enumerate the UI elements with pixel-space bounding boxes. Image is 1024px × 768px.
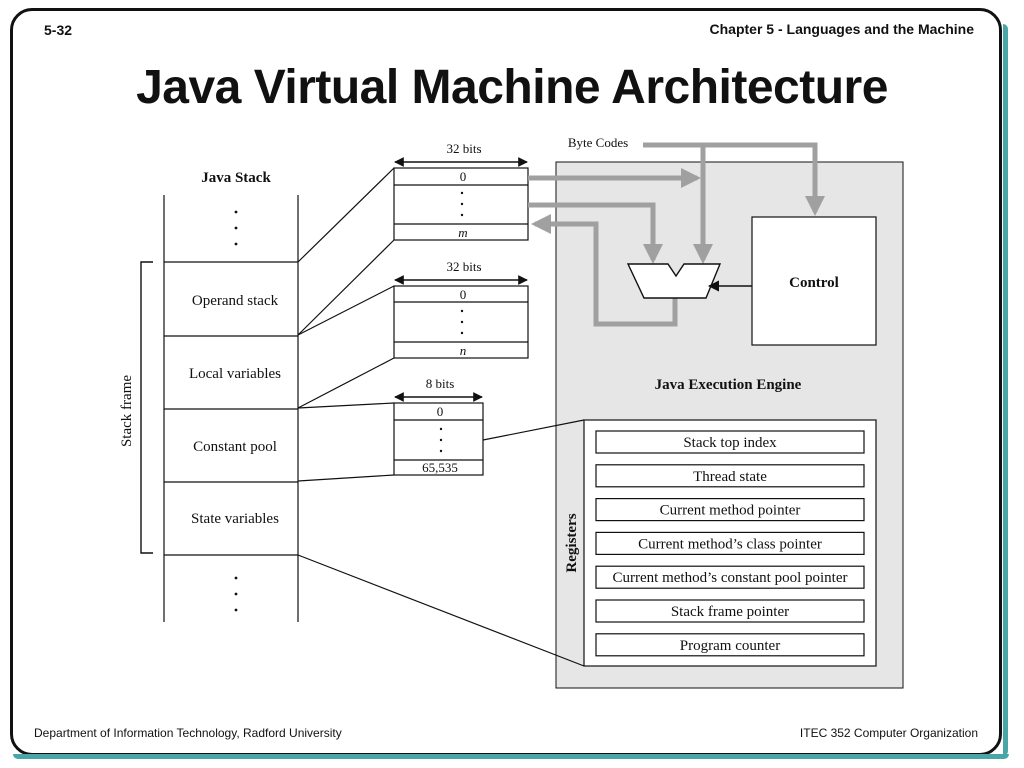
stack-top-ellipsis	[234, 210, 238, 246]
chapter-title: Chapter 5 - Languages and the Machine	[709, 21, 975, 37]
footer-department: Department of Information Technology, Ra…	[34, 726, 342, 740]
java-stack-title: Java Stack	[201, 170, 271, 186]
constant-pool-box	[393, 402, 484, 476]
register-box	[595, 464, 865, 488]
page-title: Java Virtual Machine Architecture	[136, 61, 888, 114]
register-label: Current method pointer	[660, 503, 801, 519]
locals-top-index: 0	[460, 287, 467, 302]
register-label: Thread state	[693, 469, 767, 485]
operand-ellipsis	[460, 191, 464, 217]
stack-bottom-ellipsis	[234, 576, 238, 612]
register-box	[595, 565, 865, 589]
stack-section-constpool: Constant pool	[193, 439, 277, 455]
registers-label: Registers	[564, 513, 580, 572]
register-label: Current method’s class pointer	[638, 536, 822, 552]
slide-shadow-right	[1003, 24, 1008, 756]
stack-section-state: State variables	[191, 511, 279, 527]
control-label: Control	[789, 275, 839, 291]
operand-width-label: 32 bits	[446, 141, 481, 156]
register-box	[595, 599, 865, 623]
control-box	[751, 216, 877, 346]
register-box	[595, 430, 865, 454]
projection-lines	[297, 167, 585, 667]
locals-ellipsis	[460, 309, 464, 335]
locals-width-label: 32 bits	[446, 259, 481, 274]
register-box	[595, 531, 865, 556]
stack-section-locals: Local variables	[189, 366, 281, 382]
register-box	[595, 498, 865, 522]
alu-unit	[626, 263, 722, 299]
constpool-width-label: 8 bits	[426, 376, 455, 391]
register-label: Current method’s constant pool pointer	[613, 570, 848, 586]
stack-frame-label: Stack frame	[119, 375, 135, 447]
slide-number: 5-32	[44, 22, 73, 38]
constpool-bottom-index: 65,535	[422, 460, 458, 475]
footer-course: ITEC 352 Computer Organization	[799, 726, 978, 740]
byte-code-paths	[528, 142, 825, 327]
slide-shadow-bottom	[13, 754, 1009, 759]
locals-bottom-index: n	[460, 343, 467, 358]
register-box	[595, 633, 865, 657]
constpool-ellipsis	[439, 427, 443, 453]
operand-bottom-index: m	[458, 225, 467, 240]
byte-codes-label: Byte Codes	[568, 135, 628, 150]
register-label: Stack top index	[683, 435, 777, 451]
execution-engine-title: Java Execution Engine	[655, 377, 802, 393]
stack-section-operand: Operand stack	[192, 293, 279, 309]
operand-top-index: 0	[460, 169, 467, 184]
register-label: Program counter	[680, 638, 780, 654]
register-label: Stack frame pointer	[671, 604, 789, 620]
java-stack	[163, 195, 299, 622]
constpool-top-index: 0	[437, 404, 444, 419]
stack-frame-bracket	[140, 261, 153, 554]
